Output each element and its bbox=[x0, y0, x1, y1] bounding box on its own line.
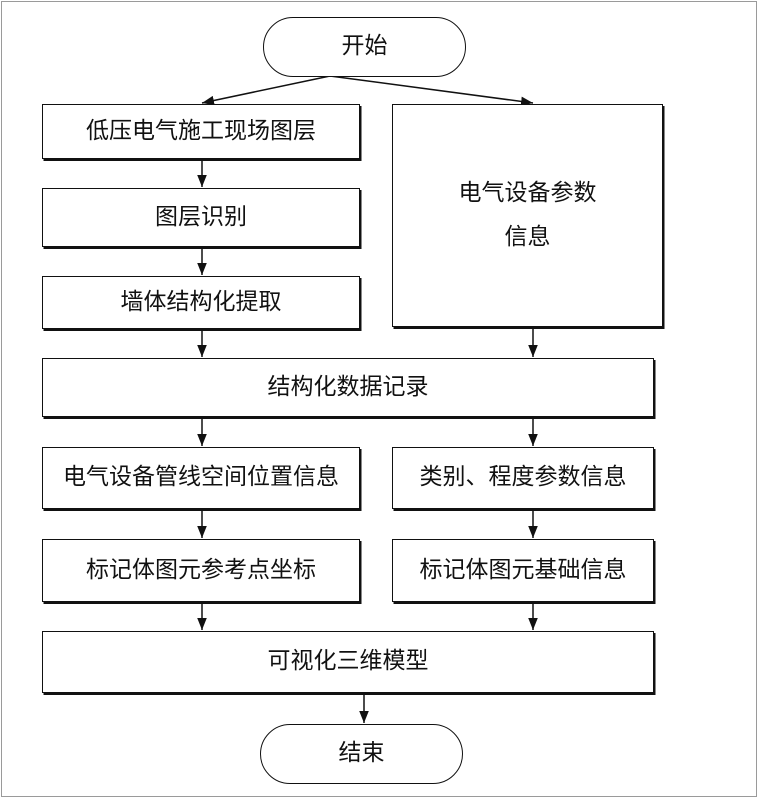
reference-coords-label: 标记体图元参考点坐标 bbox=[86, 556, 316, 583]
structured-record-label: 结构化数据记录 bbox=[267, 373, 429, 400]
pipeline-position-box: 电气设备管线空间位置信息 bbox=[42, 447, 360, 509]
pipeline-position-label: 电气设备管线空间位置信息 bbox=[63, 464, 339, 491]
wall-extraction-box: 墙体结构化提取 bbox=[42, 276, 360, 329]
visual-model-box: 可视化三维模型 bbox=[42, 631, 654, 693]
end-terminal: 结束 bbox=[260, 724, 463, 784]
end-label: 结束 bbox=[338, 740, 385, 767]
equipment-params-box: 电气设备参数 信息 bbox=[392, 104, 663, 327]
layer-recognition-label: 图层识别 bbox=[155, 203, 247, 230]
layer-recognition-box: 图层识别 bbox=[42, 188, 360, 247]
equipment-params-label-line1: 电气设备参数 bbox=[458, 179, 597, 206]
structured-record-box: 结构化数据记录 bbox=[42, 358, 654, 417]
category-params-box: 类别、程度参数信息 bbox=[392, 447, 654, 509]
start-label: 开始 bbox=[341, 33, 388, 60]
reference-coords-box: 标记体图元参考点坐标 bbox=[42, 539, 360, 602]
lv-construction-layer-box: 低压电气施工现场图层 bbox=[42, 104, 360, 159]
base-info-label: 标记体图元基础信息 bbox=[419, 556, 627, 583]
start-terminal: 开始 bbox=[263, 17, 466, 77]
category-params-label: 类别、程度参数信息 bbox=[419, 464, 627, 491]
lv-construction-layer-label: 低压电气施工现场图层 bbox=[86, 117, 316, 144]
base-info-box: 标记体图元基础信息 bbox=[392, 539, 654, 602]
visual-model-label: 可视化三维模型 bbox=[267, 648, 429, 675]
wall-extraction-label: 墙体结构化提取 bbox=[120, 288, 282, 315]
arrow-start-to-params bbox=[329, 75, 534, 107]
arrow-start-to-layer bbox=[201, 75, 331, 106]
equipment-params-label-line2: 信息 bbox=[504, 223, 551, 250]
